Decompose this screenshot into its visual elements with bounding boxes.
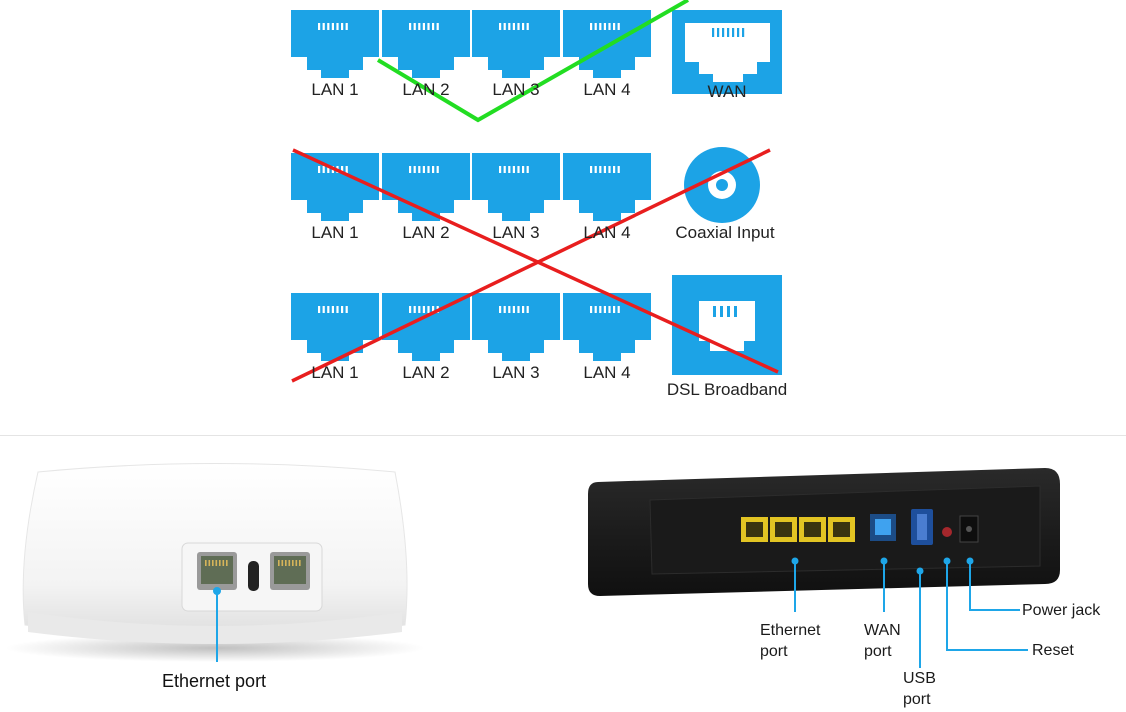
row-2-port-label-1: LAN 1 <box>311 223 359 242</box>
check-mark-icon <box>376 0 689 123</box>
lan-port-icon <box>382 10 470 78</box>
row-2-port-label-4: LAN 4 <box>583 223 631 242</box>
callout-wan-line2: port <box>864 643 892 660</box>
callout-ethernet-line1: Ethernet <box>760 622 821 639</box>
lan-port-icon <box>472 293 560 361</box>
eero-router-icon <box>5 463 425 662</box>
callout-wan-port: WAN port <box>864 620 901 662</box>
lan-port-icon <box>291 153 379 221</box>
callout-usb-line2: port <box>903 691 931 708</box>
cross-mark-icon <box>291 148 771 383</box>
rj45-wan-icon <box>672 10 782 94</box>
lan-port-icon <box>291 10 379 78</box>
row-3-port-label-2: LAN 2 <box>402 363 450 382</box>
row-1-port-label-3: LAN 3 <box>492 80 540 99</box>
eero-ethernet-port-label: Ethernet port <box>162 671 267 691</box>
row-3-port-label-3: LAN 3 <box>492 363 540 382</box>
row-3-connector-label: DSL Broadband <box>666 380 788 399</box>
row-1-port-label-1: LAN 1 <box>311 80 359 99</box>
lan-port-icon <box>382 153 470 221</box>
lan-port-icon <box>291 293 379 361</box>
row-1-port-label-2: LAN 2 <box>402 80 450 99</box>
row-1-connector-label: WAN <box>707 82 747 101</box>
port-row-2 <box>291 147 760 223</box>
port-row-3 <box>291 275 782 375</box>
row-2-connector-label: Coaxial Input <box>675 223 775 242</box>
lan-port-icon <box>472 153 560 221</box>
callout-usb-port: USB port <box>903 668 936 710</box>
callout-ethernet-port: Ethernet port <box>760 620 820 662</box>
lan-port-icon <box>563 153 651 221</box>
port-row-1 <box>291 10 782 94</box>
gateway-router-icon <box>588 468 1060 596</box>
callout-reset: Reset <box>1032 642 1074 659</box>
row-3-port-label-4: LAN 4 <box>583 363 631 382</box>
callout-usb-line1: USB <box>903 670 936 687</box>
section-divider <box>0 435 1126 436</box>
row-2-port-label-3: LAN 3 <box>492 223 540 242</box>
callout-wan-line1: WAN <box>864 622 901 639</box>
callout-ethernet-line2: port <box>760 643 788 660</box>
row-3-port-label-1: LAN 1 <box>311 363 359 382</box>
cross-mark-icon <box>292 148 779 374</box>
lan-port-icon <box>563 293 651 361</box>
dsl-phone-jack-icon <box>672 275 782 375</box>
lan-port-icon <box>472 10 560 78</box>
row-1-port-label-4: LAN 4 <box>583 80 631 99</box>
row-2-port-label-2: LAN 2 <box>402 223 450 242</box>
callout-power-jack: Power jack <box>1022 602 1101 619</box>
